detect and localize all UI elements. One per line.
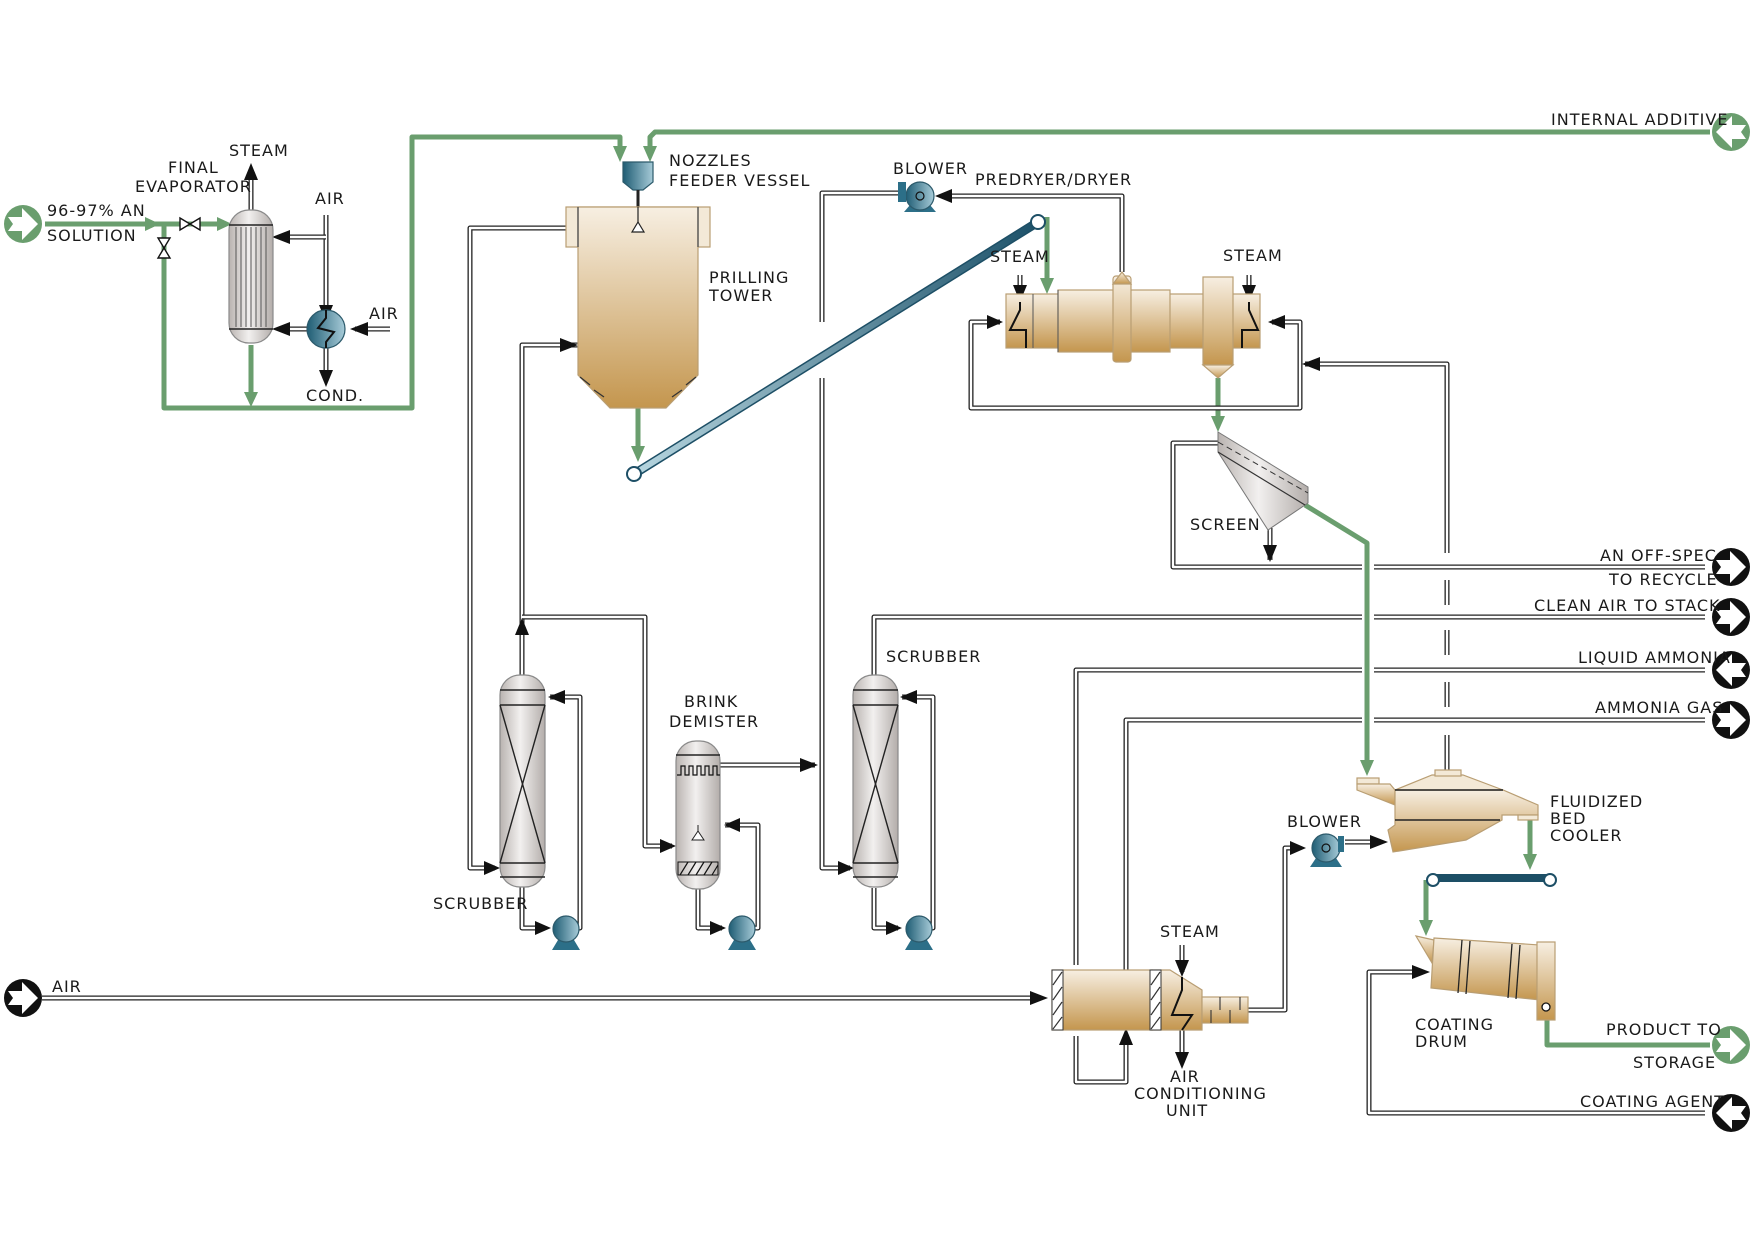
- evap-bypass-line: [161, 134, 623, 411]
- utility-lines: [42, 163, 1705, 1116]
- acu-label-2: CONDITIONING: [1134, 1084, 1267, 1103]
- predryer-dryer[interactable]: [1005, 271, 1261, 379]
- valve-horizontal[interactable]: [179, 216, 201, 232]
- blower-predryer[interactable]: [898, 181, 936, 212]
- fbc-label-3: COOLER: [1550, 826, 1623, 845]
- screen-label: SCREEN: [1190, 515, 1261, 534]
- valve-vertical[interactable]: [156, 237, 172, 259]
- internal-additive-line: [647, 129, 1710, 150]
- product-label-2: STORAGE: [1633, 1053, 1716, 1072]
- steam-acu-label: STEAM: [1160, 922, 1220, 941]
- connector-product-outlet[interactable]: [1712, 1026, 1750, 1064]
- feed-label-1: 96-97% AN: [47, 201, 146, 220]
- blower-cooler[interactable]: [1310, 833, 1344, 867]
- screen[interactable]: [1217, 431, 1309, 531]
- blower-top-label: BLOWER: [893, 159, 968, 178]
- offspec-label-2: TO RECYCLE: [1608, 570, 1718, 589]
- scrubber-left-label: SCRUBBER: [433, 894, 528, 913]
- product-to-storage-line: [1544, 1020, 1710, 1048]
- pump-right[interactable]: [905, 915, 933, 950]
- prilling-tower-label-1: PRILLING: [709, 268, 789, 287]
- acu-label-1: AIR: [1170, 1067, 1200, 1086]
- coating-drum-label-2: DRUM: [1415, 1032, 1468, 1051]
- air-evap-top-label: AIR: [315, 189, 345, 208]
- nozzles-label-2: FEEDER VESSEL: [669, 171, 810, 190]
- nozzles-feeder-vessel[interactable]: [622, 161, 654, 207]
- air-heater[interactable]: [306, 309, 346, 349]
- final-evaporator[interactable]: [228, 209, 274, 344]
- connector-ammonia-gas-outlet[interactable]: [1712, 701, 1750, 739]
- internal-additive-label: INTERNAL ADDITIVE: [1551, 110, 1728, 129]
- connector-feed-inlet[interactable]: [4, 205, 42, 243]
- liquid-ammonia-label: LIQUID AMMONIA: [1578, 648, 1731, 667]
- connector-liquid-ammonia-inlet[interactable]: [1712, 651, 1750, 689]
- inclined-conveyor[interactable]: [626, 214, 1046, 482]
- air-inlet-label: AIR: [52, 977, 82, 996]
- fbc-label-1: FLUIDIZED: [1550, 792, 1643, 811]
- connector-coating-agent-inlet[interactable]: [1712, 1094, 1750, 1132]
- final-evaporator-label-2: EVAPORATOR: [135, 177, 252, 196]
- scrubber-left[interactable]: [499, 674, 546, 888]
- coating-drum-label-1: COATING: [1415, 1015, 1494, 1034]
- air-conditioning-unit[interactable]: [1051, 969, 1249, 1031]
- brink-demister[interactable]: [675, 740, 721, 890]
- nozzles-label-1: NOZZLES: [669, 151, 752, 170]
- connector-clean-air-outlet[interactable]: [1712, 598, 1750, 636]
- feed-label-2: SOLUTION: [47, 226, 137, 245]
- predryer-label: PREDRYER/DRYER: [975, 170, 1132, 189]
- blower-bottom-label: BLOWER: [1287, 812, 1362, 831]
- acu-label-3: UNIT: [1166, 1101, 1208, 1120]
- ammonia-gas-label: AMMONIA GAS: [1595, 698, 1723, 717]
- connector-offspec-outlet[interactable]: [1712, 548, 1750, 586]
- coating-agent-label: COATING AGENT: [1580, 1092, 1725, 1111]
- steam-dryer-right-label: STEAM: [1223, 246, 1283, 265]
- coating-drum[interactable]: [1414, 935, 1556, 1021]
- final-evaporator-label-1: FINAL: [168, 158, 219, 177]
- product-label-1: PRODUCT TO: [1606, 1020, 1722, 1039]
- offspec-label-1: AN OFF-SPEC: [1600, 546, 1717, 565]
- fbc-label-2: BED: [1550, 809, 1586, 828]
- brink-label-1: BRINK: [684, 692, 738, 711]
- prilling-tower-label-2: TOWER: [708, 286, 773, 305]
- air-evap-side-label: AIR: [369, 304, 399, 323]
- pump-left[interactable]: [552, 915, 580, 950]
- prilling-tower[interactable]: [565, 206, 711, 409]
- scrubber-right[interactable]: [852, 674, 899, 888]
- fluidized-bed-cooler[interactable]: [1356, 769, 1539, 853]
- brink-label-2: DEMISTER: [669, 712, 759, 731]
- pump-brink[interactable]: [728, 915, 756, 950]
- steam-dryer-left-label: STEAM: [990, 247, 1050, 266]
- scrubber-right-label: SCRUBBER: [886, 647, 981, 666]
- cond-label: COND.: [306, 386, 364, 405]
- clean-air-label: CLEAN AIR TO STACK: [1534, 596, 1721, 615]
- horizontal-conveyor[interactable]: [1426, 873, 1557, 887]
- steam-evap-label: STEAM: [229, 141, 289, 160]
- labels: 96-97% AN SOLUTION FINAL EVAPORATOR STEA…: [47, 110, 1731, 1120]
- product-lines: [45, 129, 1710, 1048]
- flow-arrows: [244, 163, 1430, 1069]
- connector-internal-additive[interactable]: [1712, 113, 1750, 151]
- connector-air-inlet[interactable]: [4, 979, 42, 1017]
- screen-to-cooler-line: [1303, 502, 1370, 765]
